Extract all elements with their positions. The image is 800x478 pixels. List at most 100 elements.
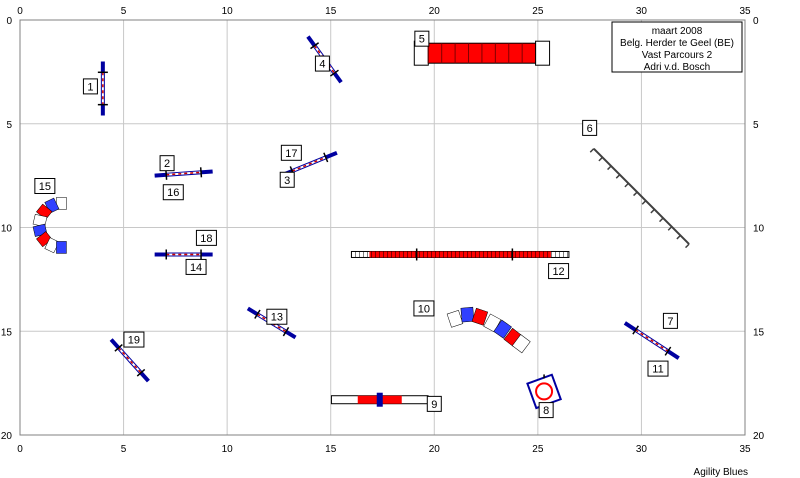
x-tick-top: 5 [121,6,127,17]
obstacle-jump: 4 [306,35,343,84]
obstacle-tire: 8 [526,373,563,419]
y-tick-right: 5 [753,120,759,131]
jump-stand [199,167,203,178]
number-box [662,312,678,329]
obstacle-seesaw: 9 [330,392,442,412]
tunnel-segment [446,309,464,328]
weave-pole [615,174,621,179]
jump-stand [310,42,320,50]
x-tick-bottom: 35 [739,444,751,455]
y-tick-left: 20 [1,431,13,442]
weave-pole [607,165,612,171]
number-label: 8 [543,405,549,417]
number-label: 19 [128,335,140,347]
number-label: 3 [284,175,290,187]
obstacle-jump: 216 [154,155,213,201]
weave-pole [598,156,603,162]
dogwalk-plank [369,251,551,258]
number-box [548,263,570,280]
tunnel-segment [511,334,531,354]
number-label: 4 [319,59,325,71]
info-judge: Adri v.d. Bosch [644,62,711,73]
number-label: 14 [190,262,202,274]
number-label: 13 [271,312,283,324]
x-tick-bottom: 15 [325,444,337,455]
x-tick-bottom: 5 [121,444,127,455]
number-label: 10 [418,303,430,315]
jump-stand [165,169,168,180]
y-tick-right: 20 [753,431,765,442]
tunnel-segment [56,241,67,254]
number-box [195,229,217,246]
number-label: 7 [667,316,673,328]
number-label: 5 [419,34,425,46]
info-date: maart 2008 [652,26,703,37]
field-border [19,19,746,436]
number-label: 18 [200,233,212,245]
y-tick-left: 5 [6,120,12,131]
x-tick-top: 30 [636,6,648,17]
number-label: 6 [587,123,593,135]
jump-stand [114,343,123,352]
obstacle-jump: 1 [82,61,108,116]
number-box [279,171,295,188]
number-box [34,178,56,194]
tunnel-segment [471,307,489,326]
weave-pole [676,234,681,240]
number-label: 12 [552,266,564,278]
info-box-frame [611,21,743,73]
x-tick-top: 35 [739,6,751,17]
y-tick-right: 15 [753,327,765,338]
jump-stand [329,69,339,77]
jump-bar [166,171,202,176]
obstacle-u_tunnel: 15 [32,178,67,254]
obstacle-walk: 6 [582,119,690,249]
obstacle-jump: 17 3 [279,144,338,188]
weave-pole [650,208,655,214]
number-box [647,360,669,377]
number-box [582,119,598,136]
x-tick-top: 0 [17,6,23,17]
x-tick-top: 15 [325,6,337,17]
x-tick-bottom: 10 [222,444,234,455]
jump-stand [632,325,639,335]
number-label: 1 [87,81,93,93]
number-box [162,184,184,201]
jump-stand [136,368,146,377]
number-box [426,395,442,412]
tire-ring [535,382,554,401]
obstacle-jump: 13 [246,306,297,340]
number-label: 9 [431,399,437,411]
number-label: 17 [285,148,297,160]
info-course: Vast Parcours 2 [642,50,713,61]
footer-brand: Agility Blues [694,467,748,478]
y-tick-right: 0 [753,16,759,27]
number-label: 11 [652,364,663,376]
number-box [185,258,207,275]
grid [19,19,746,436]
jump-stand [323,152,329,163]
x-tick-top: 25 [532,6,544,17]
weave-pole [624,182,629,188]
y-tick-left: 10 [1,224,13,235]
number-box [414,30,430,47]
jump-stand [664,346,672,356]
info-box: maart 2008 Belg. Herder te Geel (BE) Vas… [611,21,743,73]
obstacle-jump: 7 11 [623,312,680,377]
obstacle-jump: 19 [109,331,150,383]
weave-pole [589,148,595,153]
number-box [123,331,145,348]
y-tick-right: 10 [753,224,765,235]
number-box [159,155,175,172]
number-label: 2 [164,158,170,170]
weave-pole [641,200,647,205]
x-tick-top: 20 [429,6,441,17]
x-tick-bottom: 20 [429,444,441,455]
number-box [314,55,330,72]
jump-stand [282,327,290,337]
number-label: 15 [39,181,51,193]
jump-stand [254,309,261,319]
